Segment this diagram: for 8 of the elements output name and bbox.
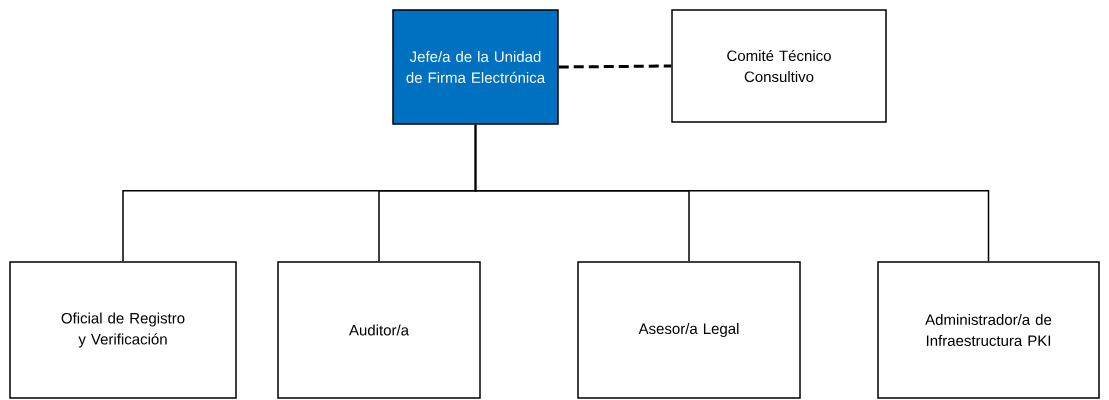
- dashed-connector: [558, 64, 672, 69]
- connector-line: [474, 124, 990, 262]
- org-box: Administrador/a de Infraestructura PKI: [877, 261, 1100, 399]
- org-box: Comité Técnico Consultivo: [671, 9, 887, 123]
- org-box: Auditor/a: [277, 261, 481, 399]
- org-box: Asesor/a Legal: [577, 261, 801, 399]
- highlighted-box: Jefe/a de la Unidad de Firma Electrónica: [392, 9, 559, 125]
- org-box: Oficial de Registro y Verificación: [9, 261, 237, 399]
